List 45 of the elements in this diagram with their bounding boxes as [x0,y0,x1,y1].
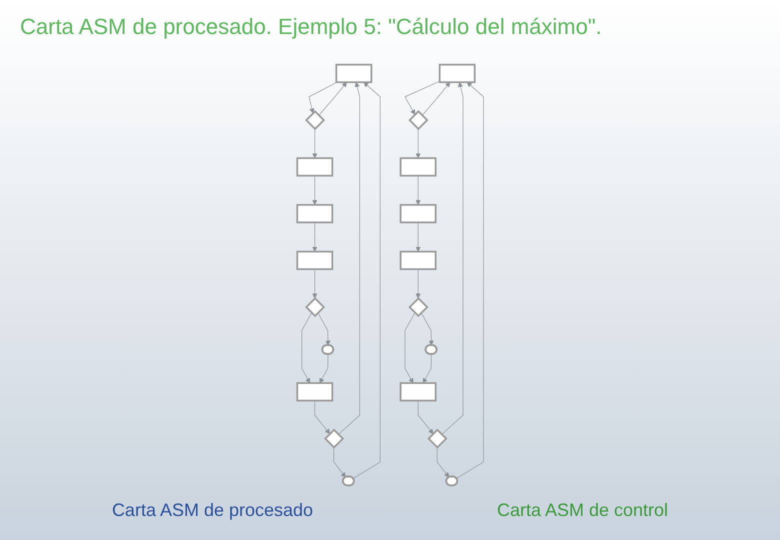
chart-caption: Carta ASM de control [496,500,668,521]
arrow [415,128,420,158]
node-box [296,250,333,270]
arrow [404,80,440,115]
node-box [335,64,372,84]
arrow [312,268,317,299]
arrow [415,268,420,299]
node-diamond [304,297,325,318]
node-box [296,204,333,224]
arrow [333,447,346,478]
arrow [404,312,415,384]
arrow [301,312,312,384]
arrow [318,82,347,116]
arrow [319,354,328,384]
arrow [420,312,434,346]
slide-title: Carta ASM de procesado. Ejemplo 5: "Cálculo del máximo". [20,14,602,40]
node-box [399,382,436,402]
arrow [422,354,432,384]
arrow [314,400,330,434]
arrow [312,128,317,158]
node-box [296,157,333,177]
arrow [338,82,360,435]
arrow [308,82,337,114]
arrow [415,175,420,206]
arrow [456,82,484,479]
node-box [399,250,436,270]
arrow [312,222,317,252]
node-diamond [408,297,428,318]
arrow [417,400,434,434]
node-box [438,64,476,84]
arrow [422,82,450,116]
node-box [296,382,333,402]
arrow [317,312,330,346]
arrow [415,222,420,252]
arrow [436,447,449,478]
node-diamond [304,110,325,130]
chart-caption: Carta ASM de procesado [112,500,314,521]
arrow [441,82,463,435]
node-box [399,157,436,177]
node-diamond [408,110,428,130]
node-diamond [324,428,344,449]
arrow [352,82,380,479]
arrow [312,175,317,206]
node-diamond [427,428,448,449]
node-box [399,204,436,224]
